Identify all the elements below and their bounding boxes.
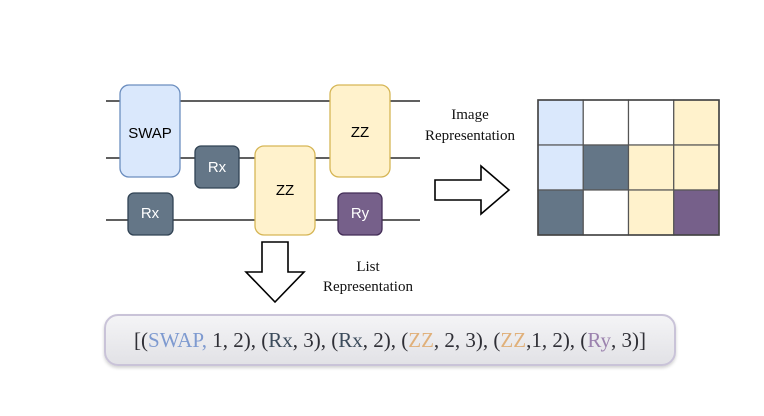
grid-cell	[582, 99, 630, 146]
grid-cell	[537, 144, 584, 191]
gate-swap: SWAP	[119, 84, 181, 178]
list-token: ZZ	[500, 327, 527, 352]
gate-ry: Ry	[337, 192, 383, 236]
list-token: Rx	[268, 327, 293, 352]
list-token: ,1, 2), (	[526, 327, 588, 352]
grid-cell	[537, 189, 584, 236]
list-token: , 2), (	[362, 327, 409, 352]
list-token: Rx	[338, 327, 363, 352]
grid-cell	[627, 144, 675, 191]
grid-cell	[673, 99, 720, 146]
list-token: [(	[134, 327, 149, 352]
list-token: , 2, 3), (	[433, 327, 501, 352]
image-representation-grid	[537, 99, 720, 236]
gate-zz: ZZ	[329, 84, 391, 178]
list-token: SWAP,	[148, 327, 207, 352]
list-token: ZZ	[408, 327, 434, 352]
grid-cell	[673, 189, 720, 236]
grid-cell	[537, 99, 584, 146]
list-token: , 3), (	[292, 327, 339, 352]
list-token: Ry	[587, 327, 611, 352]
grid-cell	[582, 144, 630, 191]
grid-cell	[627, 189, 675, 236]
arrow-right-icon	[434, 164, 511, 216]
gate-zz: ZZ	[254, 145, 316, 236]
list-token: , 3)]	[610, 327, 646, 352]
grid-cell	[582, 189, 630, 236]
gate-rx: Rx	[127, 192, 174, 236]
gate-label: Rx	[208, 159, 227, 176]
list-token: 1, 2), (	[206, 327, 269, 352]
image-representation-label-line1: Image	[451, 107, 489, 123]
gate-label: ZZ	[276, 182, 294, 199]
gate-label: ZZ	[351, 124, 369, 141]
list-representation-box: [(SWAP, 1, 2), (Rx, 3), (Rx, 2), (ZZ, 2,…	[104, 314, 676, 366]
image-representation-label-line2: Representation	[425, 128, 515, 144]
grid-cell	[627, 99, 675, 146]
gate-label: SWAP	[128, 125, 172, 142]
grid-border	[537, 99, 720, 236]
gate-label: Ry	[351, 205, 370, 222]
grid-cell	[673, 144, 720, 191]
gate-rx: Rx	[194, 145, 240, 189]
arrow-down-icon	[244, 241, 306, 304]
list-representation-label-line2: Representation	[323, 279, 413, 295]
list-representation-label-line1: List	[356, 259, 380, 275]
gate-label: Rx	[141, 205, 160, 222]
